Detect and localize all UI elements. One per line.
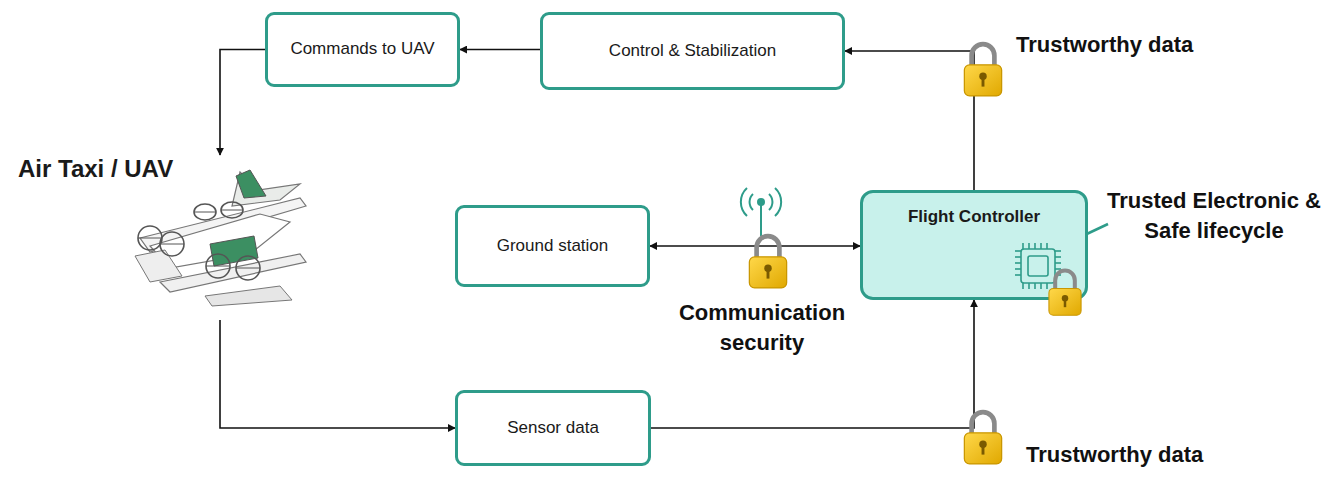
node-label: Flight Controller bbox=[908, 207, 1040, 227]
chip-icon bbox=[1011, 239, 1091, 319]
node-label: Sensor data bbox=[507, 417, 599, 439]
annotation-label: Communication security bbox=[652, 298, 872, 357]
process-box: Commands to UAV bbox=[265, 12, 460, 87]
process-box: Control & Stabilization bbox=[540, 12, 845, 90]
annotation-label: Trustworthy data bbox=[1016, 30, 1316, 60]
process-box: Ground station bbox=[455, 205, 650, 287]
vehicle-node: Air Taxi / UAV bbox=[18, 155, 310, 320]
flow-arrow bbox=[460, 49, 540, 51]
lock-icon bbox=[749, 236, 786, 288]
annotation-label: Trusted Electronic & Safe lifecycle bbox=[1098, 186, 1330, 245]
node-label: Ground station bbox=[497, 235, 609, 257]
flow-arrow bbox=[845, 51, 974, 190]
flow-arrow bbox=[220, 320, 455, 428]
node-label: Commands to UAV bbox=[290, 38, 434, 60]
lock-icon bbox=[964, 412, 1001, 464]
node-label: Air Taxi / UAV bbox=[18, 155, 173, 183]
antenna-icon bbox=[741, 188, 781, 236]
lock-icon bbox=[964, 44, 1001, 96]
process-box: Sensor data bbox=[455, 390, 651, 466]
annotation-label: Trustworthy data bbox=[1026, 440, 1326, 470]
air-taxi-illustration bbox=[135, 170, 306, 306]
flow-arrow bbox=[220, 50, 265, 156]
node-label: Control & Stabilization bbox=[609, 40, 776, 62]
controller-box: Flight Controller bbox=[860, 190, 1088, 300]
